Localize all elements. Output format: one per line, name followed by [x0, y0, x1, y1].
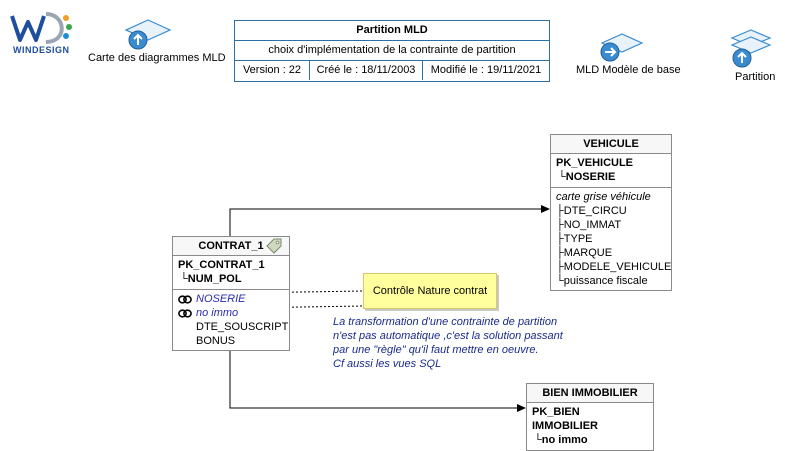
- pk-column: └NUM_POL: [180, 273, 242, 285]
- pk-name: PK_BIEN IMMOBILIER: [532, 406, 598, 432]
- nav-partition-link[interactable]: [730, 28, 772, 73]
- arrowhead-vehicule: [541, 205, 550, 213]
- windesign-logo: WINDESIGN: [6, 10, 76, 62]
- diagram-map-icon: [124, 19, 172, 50]
- pk-name: PK_VEHICULE: [556, 157, 634, 169]
- attribute: DTE_SOUSCRIPT: [196, 321, 289, 333]
- diagram-subtitle: choix d'implémentation de la contrainte …: [235, 41, 549, 61]
- attribute: ├DTE_CIRCU: [556, 205, 627, 217]
- attribute: ├TYPE: [556, 233, 593, 245]
- comment-line: n'est pas automatique ,c'est la solution…: [333, 330, 563, 342]
- entity-vehicule[interactable]: VEHICULE PK_VEHICULE └NOSERIE carte gris…: [550, 134, 672, 291]
- nav-base-model-label: MLD Modèle de base: [576, 64, 681, 76]
- fk-attribute-row: NOSERIE: [178, 292, 284, 306]
- pk-name: PK_CONTRAT_1: [178, 259, 265, 271]
- entity-vehicule-pk: PK_VEHICULE └NOSERIE: [551, 154, 671, 188]
- title-block: Partition MLD choix d'implémentation de …: [234, 20, 550, 82]
- base-model-icon: [600, 33, 644, 62]
- link-icon: [178, 308, 192, 318]
- entity-contrat-pk: PK_CONTRAT_1 └NUM_POL: [173, 256, 289, 290]
- comment-line: La transformation d'une contrainte de pa…: [333, 316, 558, 328]
- tag-icon: [266, 238, 282, 254]
- entity-bien-pk: PK_BIEN IMMOBILIER └no immo: [527, 403, 653, 450]
- entity-bien-name: BIEN IMMOBILIER: [527, 384, 653, 403]
- entity-bien-immobilier[interactable]: BIEN IMMOBILIER PK_BIEN IMMOBILIER └no i…: [526, 383, 654, 451]
- diagram-title: Partition MLD: [235, 21, 549, 41]
- entity-contrat-name: CONTRAT_1: [198, 240, 264, 252]
- comment-line: par une "règle" qu'il faut mettre en oeu…: [333, 344, 539, 356]
- diagram-meta: Version : 22 Créé le : 18/11/2003 Modifi…: [235, 61, 549, 80]
- link-contrat-vehicule: [229, 208, 542, 236]
- attribute-group: carte grise véhicule: [556, 191, 651, 203]
- entity-vehicule-attributes: carte grise véhicule ├DTE_CIRCU ├NO_IMMA…: [551, 188, 671, 290]
- nav-partition-label: Partition: [735, 71, 776, 83]
- nav-base-model-link[interactable]: [598, 32, 644, 67]
- entity-contrat-header: CONTRAT_1: [173, 237, 289, 256]
- link-icon: [178, 294, 192, 304]
- attribute: └puissance fiscale: [556, 275, 648, 287]
- constraint-note[interactable]: Contrôle Nature contrat: [363, 273, 497, 309]
- comment-text: La transformation d'une contrainte de pa…: [333, 315, 563, 371]
- version-label: Version : 22: [235, 61, 310, 80]
- attribute: BONUS: [196, 335, 236, 347]
- entity-contrat[interactable]: CONTRAT_1 PK_CONTRAT_1 └NUM_POL NOSERIE …: [172, 236, 290, 351]
- fk-attribute: NOSERIE: [196, 293, 246, 305]
- created-date: Créé le : 18/11/2003: [310, 61, 423, 80]
- arrowhead-bien: [517, 404, 526, 412]
- nav-diagram-map-label: Carte des diagrammes MLD: [88, 52, 226, 64]
- entity-contrat-attributes: NOSERIE no immo DTE_SOUSCRIPT BONUS: [173, 290, 289, 350]
- modified-date: Modifié le : 19/11/2021: [430, 64, 542, 76]
- partition-icon: [730, 29, 772, 68]
- link-contrat-bien: [229, 345, 518, 409]
- logo-text: WINDESIGN: [13, 45, 70, 55]
- comment-line: Cf aussi les vues SQL: [333, 358, 442, 370]
- attribute: ├MODELE_VEHICULE: [556, 261, 672, 273]
- attribute: ├NO_IMMAT: [556, 219, 622, 231]
- fk-attribute-row: no immo: [178, 306, 284, 320]
- entity-vehicule-name: VEHICULE: [551, 135, 671, 154]
- nav-diagram-map-link[interactable]: [124, 18, 172, 55]
- pk-column: └NOSERIE: [558, 171, 616, 183]
- windesign-logo-mark: [10, 12, 72, 44]
- fk-attribute: no immo: [196, 307, 239, 319]
- attribute: ├MARQUE: [556, 247, 613, 259]
- pk-column: └no immo: [534, 434, 588, 446]
